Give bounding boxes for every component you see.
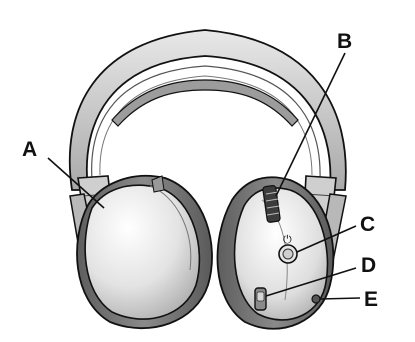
callout-label-b: B xyxy=(337,30,352,53)
left-earcup xyxy=(77,176,212,328)
callout-label-e: E xyxy=(364,288,378,311)
channel-switch xyxy=(255,288,266,310)
power-icon: ⏻ xyxy=(283,233,292,246)
callout-label-d: D xyxy=(361,254,376,277)
power-button xyxy=(279,245,297,263)
leader-line-e xyxy=(320,298,360,299)
callout-label-a: A xyxy=(22,138,37,161)
power-indicator xyxy=(312,295,320,303)
headband xyxy=(70,30,346,190)
callout-label-c: C xyxy=(360,213,375,236)
